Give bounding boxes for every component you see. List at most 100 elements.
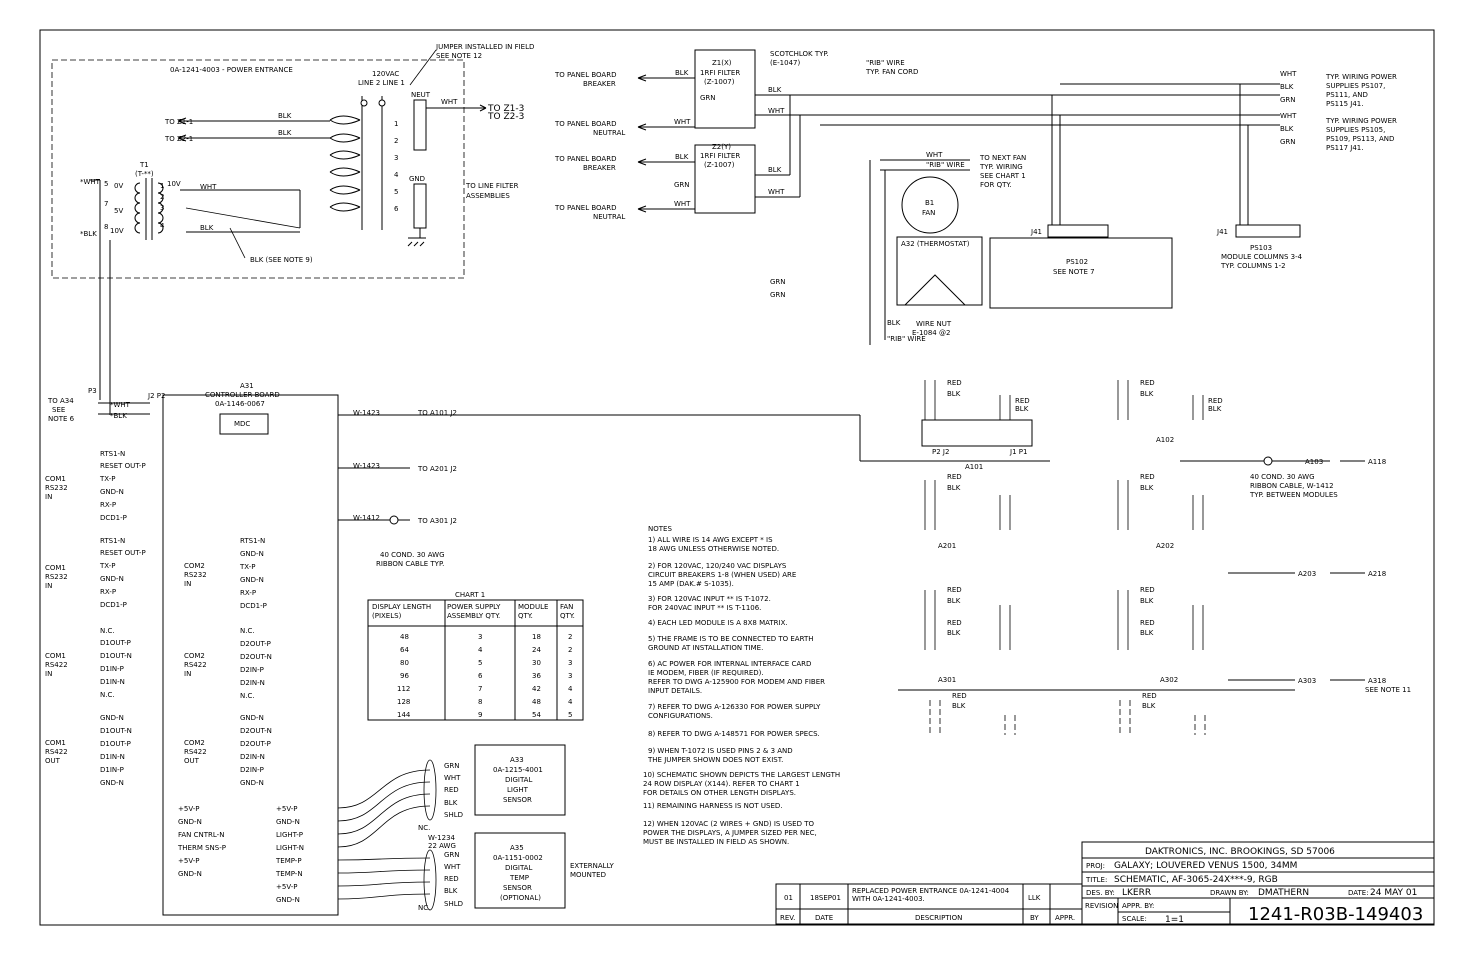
svg-text:A118: A118: [1368, 458, 1386, 466]
svg-text:9: 9: [478, 711, 482, 719]
svg-text:DCD1-P: DCD1-P: [100, 601, 127, 609]
ps102-box: [989, 237, 1173, 309]
svg-text:FAN: FAN: [560, 603, 573, 611]
designed-by: LKERR: [1122, 888, 1151, 898]
svg-text:IE MODEM, FIBER (IF REQUIRED).: IE MODEM, FIBER (IF REQUIRED).: [648, 669, 764, 677]
svg-text:WHT: WHT: [768, 188, 785, 196]
svg-text:RS422: RS422: [184, 748, 207, 756]
svg-text:OUT: OUT: [184, 757, 200, 765]
svg-text:1RFI FILTER: 1RFI FILTER: [700, 69, 740, 77]
svg-text:DATE: DATE: [815, 914, 833, 922]
controller-title: A31: [240, 382, 254, 390]
svg-text:TEMP: TEMP: [509, 874, 529, 882]
svg-text:COM2: COM2: [184, 739, 205, 747]
svg-text:BLK: BLK: [1015, 405, 1029, 413]
neut-bar: [413, 99, 427, 151]
company-name: DAKTRONICS, INC. BROOKINGS, SD 57006: [1145, 847, 1335, 857]
svg-text:IN: IN: [184, 580, 191, 588]
svg-text:1) ALL WIRE IS 14 AWG EXCEPT *: 1) ALL WIRE IS 14 AWG EXCEPT * IS: [648, 536, 773, 544]
svg-text:WHT: WHT: [768, 107, 785, 115]
notes-title: NOTES: [648, 525, 672, 533]
svg-text:BLK: BLK: [952, 702, 966, 710]
svg-text:8: 8: [104, 223, 108, 231]
chart1-title: CHART 1: [455, 591, 485, 599]
svg-text:RS232: RS232: [45, 484, 68, 492]
svg-text:RS422: RS422: [45, 661, 68, 669]
svg-text:144: 144: [397, 711, 411, 719]
svg-text:ASSEMBLY QTY.: ASSEMBLY QTY.: [447, 612, 500, 620]
svg-text:3: 3: [478, 633, 482, 641]
svg-text:*BLK: *BLK: [110, 412, 127, 420]
svg-text:D2OUT-P: D2OUT-P: [240, 740, 271, 748]
svg-text:5: 5: [478, 659, 482, 667]
svg-text:W-1412: W-1412: [353, 514, 380, 522]
svg-text:TYP. BETWEEN MODULES: TYP. BETWEEN MODULES: [1249, 491, 1338, 499]
svg-text:SENSOR: SENSOR: [503, 796, 532, 804]
svg-text:GND-N: GND-N: [240, 576, 264, 584]
svg-text:GRN: GRN: [700, 94, 716, 102]
svg-text:7: 7: [104, 200, 108, 208]
svg-text:SCALE:: SCALE:: [1122, 915, 1147, 923]
svg-text:RX-P: RX-P: [100, 501, 116, 509]
svg-text:7: 7: [478, 685, 482, 693]
power-supplies: PS102 SEE NOTE 7 J41 J41 PS103 MODULE CO…: [989, 70, 1397, 309]
scotchlok-label: SCOTCHLOK TYP.: [770, 50, 829, 58]
svg-text:PS111, AND: PS111, AND: [1326, 91, 1368, 99]
svg-text:THE JUMPER SHOWN DOES NOT EXIS: THE JUMPER SHOWN DOES NOT EXIST.: [647, 756, 783, 764]
module-ribbon-note: 40 COND. 30 AWG: [1250, 473, 1315, 481]
svg-text:D2OUT-P: D2OUT-P: [240, 640, 271, 648]
svg-text:GRN: GRN: [674, 181, 690, 189]
svg-text:3: 3: [394, 154, 398, 162]
svg-text:WHT: WHT: [926, 151, 943, 159]
sensors: A33 0A-1215-4001 DIGITAL LIGHT SENSOR A3…: [337, 744, 615, 912]
svg-text:BLK: BLK: [675, 153, 689, 161]
svg-text:GND-N: GND-N: [100, 575, 124, 583]
svg-text:GND-N: GND-N: [240, 779, 264, 787]
svg-text:LIGHT-P: LIGHT-P: [276, 831, 303, 839]
svg-text:J41: J41: [1216, 228, 1228, 236]
svg-text:WHT: WHT: [674, 200, 691, 208]
svg-text:10V: 10V: [167, 180, 181, 188]
svg-text:0A-1146-0067: 0A-1146-0067: [215, 400, 265, 408]
svg-text:4: 4: [568, 685, 573, 693]
svg-text:N.C.: N.C.: [100, 691, 115, 699]
svg-text:4: 4: [160, 222, 165, 230]
svg-text:RS232: RS232: [184, 571, 207, 579]
svg-text:D2OUT-N: D2OUT-N: [240, 653, 272, 661]
svg-text:*WHT: *WHT: [80, 178, 101, 186]
drawing-title: SCHEMATIC, AF-3065-24X***-9, RGB: [1114, 875, 1278, 885]
svg-text:D2IN-N: D2IN-N: [240, 753, 265, 761]
svg-text:QTY.: QTY.: [560, 612, 575, 620]
svg-text:*WHT: *WHT: [110, 401, 131, 409]
svg-text:TEMP-P: TEMP-P: [275, 857, 302, 865]
svg-text:2: 2: [568, 646, 572, 654]
svg-text:DISPLAY LENGTH: DISPLAY LENGTH: [372, 603, 431, 611]
svg-text:IN: IN: [45, 493, 52, 501]
drawing-date: 24 MAY 01: [1370, 888, 1417, 898]
svg-text:PS117 J41.: PS117 J41.: [1326, 144, 1363, 152]
svg-text:A218: A218: [1368, 570, 1386, 578]
svg-text:WITH 0A-1241-4003.: WITH 0A-1241-4003.: [852, 895, 925, 903]
drawing-number: 1241-R03B-149403: [1248, 904, 1423, 925]
rfi-filters: Z1(X) 1RFI FILTER (Z-1007) GRN Z2(Y) 1RF…: [554, 49, 1280, 221]
svg-text:NOTE 6: NOTE 6: [48, 415, 75, 423]
to-neutral-2: TO PANEL BOARD: [554, 204, 616, 212]
svg-text:WHT: WHT: [674, 118, 691, 126]
svg-text:BLK: BLK: [768, 86, 782, 94]
svg-text:DESCRIPTION: DESCRIPTION: [915, 914, 962, 922]
svg-text:BLK: BLK: [1280, 83, 1294, 91]
drawing-scale: 1=1: [1165, 915, 1184, 925]
svg-text:B1: B1: [925, 199, 934, 207]
svg-text:BLK: BLK: [947, 597, 961, 605]
svg-text:TYP. WIRING: TYP. WIRING: [979, 163, 1023, 171]
svg-text:COM1: COM1: [45, 739, 66, 747]
svg-text:D1IN-N: D1IN-N: [100, 678, 125, 686]
rib-wire-label: "RIB" WIRE: [866, 59, 905, 67]
power-entrance-title: 0A-1241-4003 - POWER ENTRANCE: [170, 66, 293, 74]
w1234-label: W-1234: [428, 834, 456, 842]
svg-text:5: 5: [394, 188, 398, 196]
com2-rs422-in-labels: N.C. D2OUT-P D2OUT-N D2IN-P D2IN-N N.C.: [240, 627, 272, 700]
svg-text:NC.: NC.: [418, 904, 430, 912]
j1-pin-labels: RTS1-N RESET OUT-P TX-P GND-N RX-P DCD1-…: [99, 450, 146, 522]
svg-text:NEUTRAL: NEUTRAL: [593, 129, 625, 137]
